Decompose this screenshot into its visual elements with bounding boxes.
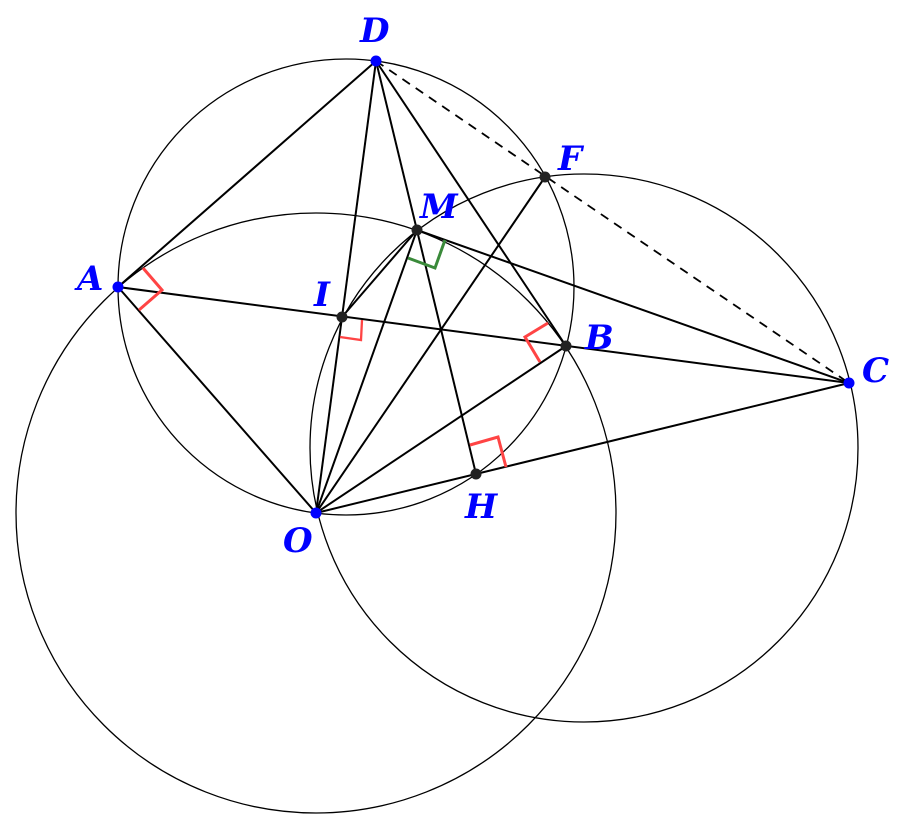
- segment-im: [341, 229, 418, 318]
- right-angle-h: [469, 435, 508, 468]
- segment-om: [315, 229, 418, 514]
- right-angle-b: [522, 321, 549, 363]
- segments: [117, 60, 850, 514]
- point-m: [411, 224, 423, 236]
- right-angle-marks: [138, 239, 549, 468]
- segment-db: [375, 60, 567, 347]
- label-a: A: [74, 259, 103, 299]
- segment-da: [117, 60, 377, 288]
- circle-diameter-oc: [309, 173, 859, 723]
- labels: D F M A I B C H O: [74, 11, 889, 561]
- right-angle-i: [339, 319, 364, 342]
- point-b: [560, 340, 572, 352]
- point-a: [112, 281, 124, 293]
- right-angle-m: [407, 239, 447, 270]
- circles: [15, 58, 859, 814]
- circle-center-o: [15, 212, 617, 814]
- label-d: D: [359, 11, 390, 51]
- point-c: [843, 377, 855, 389]
- label-i: I: [313, 275, 331, 315]
- point-o: [310, 507, 322, 519]
- points: [112, 55, 855, 519]
- point-d: [370, 55, 382, 67]
- label-f: F: [557, 139, 585, 179]
- point-i: [336, 311, 348, 323]
- segment-ao: [117, 286, 317, 514]
- label-h: H: [464, 487, 499, 527]
- segment-oc: [315, 382, 850, 514]
- right-angle-a: [138, 267, 165, 312]
- label-b: B: [584, 318, 614, 358]
- segment-ac: [117, 286, 850, 384]
- segment-mc: [416, 229, 850, 384]
- segment-of: [315, 176, 546, 514]
- point-h: [470, 468, 482, 480]
- label-m: M: [419, 187, 459, 227]
- point-f: [539, 171, 551, 183]
- segment-ob: [315, 345, 567, 514]
- label-o: O: [283, 521, 313, 561]
- label-c: C: [862, 351, 889, 391]
- segment-do: [315, 60, 377, 514]
- segment-dh: [375, 60, 477, 475]
